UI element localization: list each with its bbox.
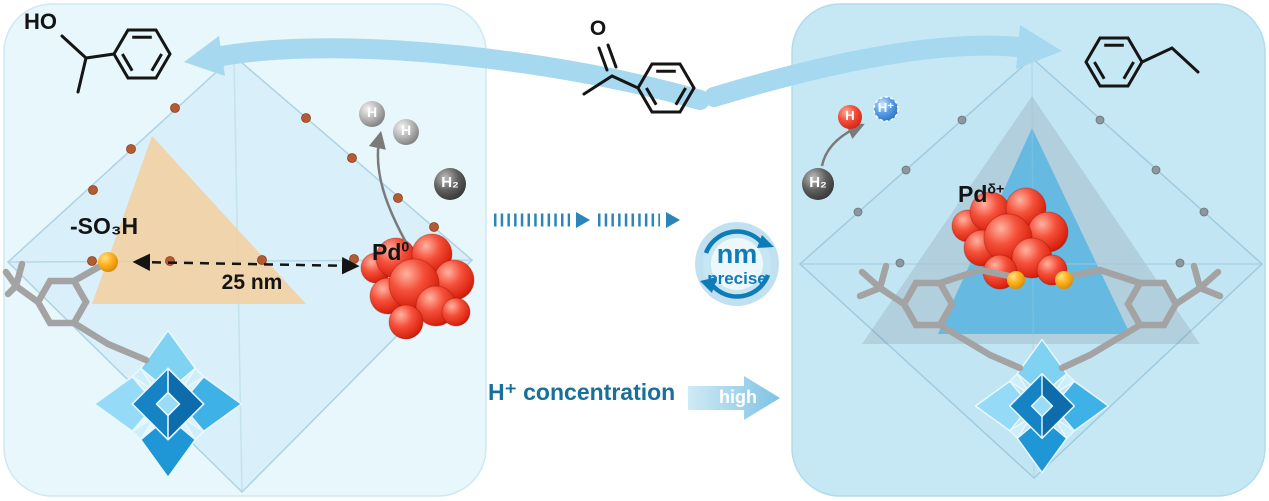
- h-atom-label-2: H: [400, 122, 412, 138]
- h-atom-label-1: H: [366, 104, 378, 120]
- carbonyl-o-label: O: [589, 17, 607, 40]
- h-atom-sphere-2: [393, 119, 419, 145]
- h2-splitting-arrow-right: [820, 122, 865, 167]
- left-product-structure: [60, 28, 172, 94]
- distance-arrow: [132, 253, 360, 275]
- pd-superscript: 0: [401, 239, 410, 256]
- h-atom-sphere-1: [359, 101, 385, 127]
- right-ligand-structure-a: [856, 262, 1024, 372]
- pd-delta-label: Pdδ+: [958, 182, 1004, 206]
- concentration-arrow: [688, 376, 780, 420]
- proton-red-sphere: [838, 105, 862, 129]
- distance-label: 25 nm: [221, 271, 283, 294]
- proton-blue-label: H⁺: [877, 100, 895, 115]
- pd-cluster-left: [360, 233, 475, 340]
- badge-nm-label: nm: [716, 239, 758, 269]
- right-oxygen-dots: [853, 115, 1209, 268]
- left-ligand-structure: [2, 260, 150, 364]
- reactant-structure: [582, 43, 696, 114]
- so3h-label: -SO₃H: [70, 213, 139, 239]
- nm-precise-badge: [695, 222, 779, 306]
- reaction-arrow-left: [184, 36, 710, 110]
- sulfonic-site-left: [98, 252, 118, 272]
- pd0-label: Pd0: [372, 240, 409, 264]
- right-product-structure: [1084, 36, 1200, 88]
- h2-label-right: H₂: [809, 174, 827, 191]
- pd-base: Pd: [958, 181, 988, 207]
- alcohol-ho-label: HO: [24, 9, 57, 34]
- proton-blue-sphere: [873, 96, 899, 122]
- h2-splitting-arrow-left: [368, 130, 410, 247]
- pd-base: Pd: [372, 239, 402, 265]
- concentration-label: H⁺ concentration: [488, 379, 676, 405]
- h2-label-left: H₂: [441, 174, 459, 191]
- h2-molecule-sphere-right: [802, 168, 834, 200]
- ruler-ticks: [494, 212, 680, 228]
- sulfonic-site-right-a: [1007, 271, 1025, 289]
- sulfonic-site-right-b: [1055, 271, 1073, 289]
- proton-red-label: H: [845, 108, 855, 123]
- h2-molecule-sphere-left: [434, 168, 466, 200]
- right-ligand-structure-b: [1058, 262, 1224, 372]
- concentration-level-label: high: [719, 387, 757, 407]
- reaction-arrow-right: [704, 25, 1062, 107]
- pd-superscript: δ+: [987, 181, 1005, 198]
- badge-precise-label: precise: [707, 269, 767, 288]
